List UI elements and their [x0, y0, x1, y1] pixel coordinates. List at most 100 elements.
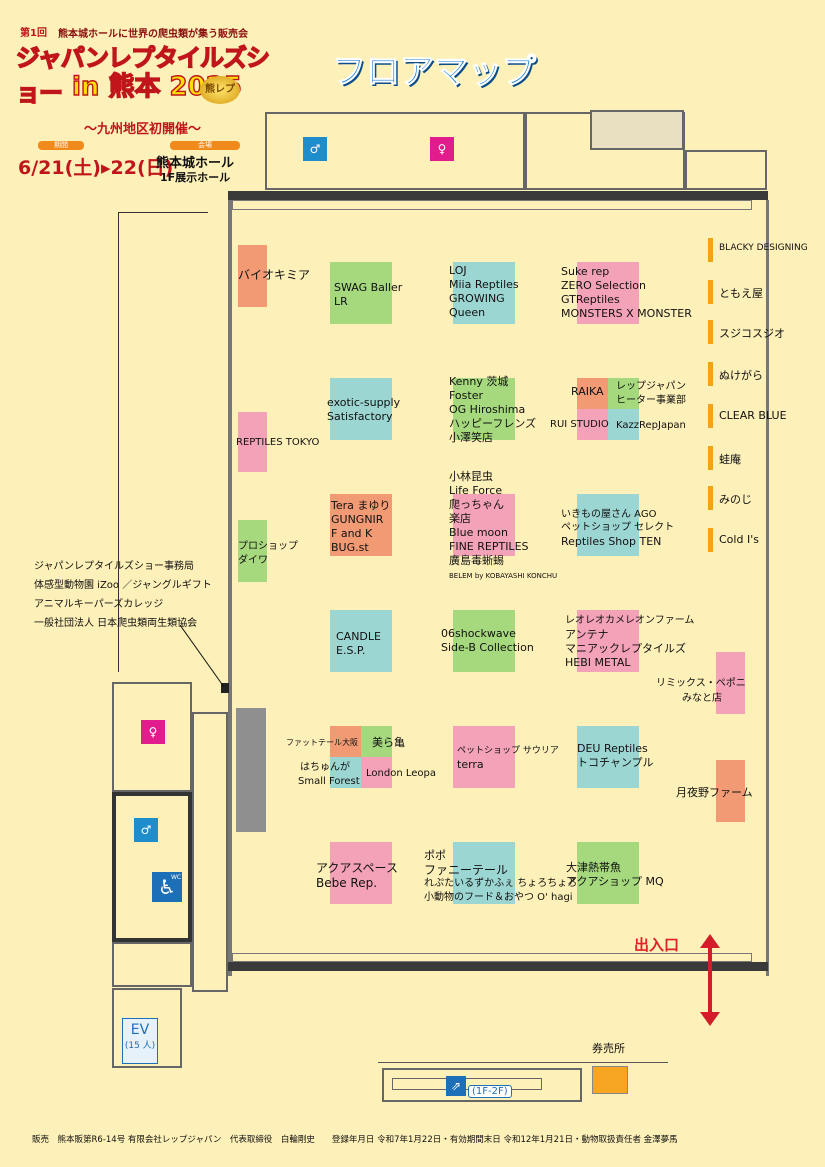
booth-aqua [330, 842, 392, 904]
hall-top-wall [228, 191, 768, 200]
elevator-sign: EV (15 人) [122, 1018, 158, 1064]
booth-loj [453, 262, 515, 324]
lobby-line [378, 1062, 668, 1063]
edition-label: 第1回 [20, 28, 47, 39]
booth-chura [361, 726, 392, 757]
period-label: 期間 [38, 141, 84, 150]
booth-kenny-label-2: Foster [449, 389, 483, 402]
booth-exotic [330, 378, 392, 440]
booth-rui [577, 409, 608, 440]
booth-tera-label-3: F and K [331, 527, 373, 540]
booth-saurier-label-2: terra [457, 758, 484, 771]
booth-suke-label-2: ZERO Selection [561, 279, 646, 292]
booth-kenny-label-1: Kenny 茨城 [449, 375, 509, 388]
booth-bio [238, 245, 267, 307]
booth-otsu-label-1: 大津熱帯魚 [566, 861, 621, 874]
booth-otsu [577, 842, 639, 904]
ev-label: EV [130, 1022, 150, 1038]
booth-fat [330, 726, 361, 757]
booth-candle [330, 610, 392, 672]
booth-kazz [608, 409, 639, 440]
booth-loj-label-4: Queen [449, 306, 486, 319]
office-pointer [180, 625, 225, 688]
booth-deu-label-1: DEU Reptiles [577, 742, 648, 755]
booth-leoleo-label-2: アンテナ [565, 628, 609, 641]
hall-top-inner [232, 200, 752, 210]
booth-kobayashi-label-5: Blue moon [449, 526, 508, 539]
booth-london [361, 757, 392, 788]
booth-reptiles-tokyo [238, 412, 267, 472]
booth-hachun-label-2: Small Forest [298, 776, 360, 787]
booth-leoleo [577, 610, 639, 672]
outer-line-top [118, 212, 208, 213]
booth-kobayashi-label-2: Life Force [449, 484, 503, 497]
booth-tera-label-4: BUG.st [331, 541, 369, 554]
entrance-arrow-down [700, 1012, 720, 1026]
booth-kobayashi [453, 494, 515, 556]
booth-tsukiyono-label: 月夜野ファーム [676, 786, 753, 799]
booth-kazz-label: KazzRepJapan [616, 420, 686, 431]
booth-kobayashi-label-1: 小林昆虫 [449, 470, 493, 483]
office-line-2: 体感型動物園 iZoo ／ジャングルギフト [34, 580, 212, 591]
kumarepu-badge: 熊レプ [200, 76, 240, 104]
booth-popo-label-2: ファニーテール [424, 863, 509, 877]
booth-kobayashi-label-6: FINE REPTILES [449, 540, 529, 553]
upper-service-block [265, 112, 525, 190]
office-info: ジャパンレプタイルズショー事務局 体感型動物園 iZoo ／ジャングルギフト ア… [34, 560, 234, 632]
booth-tsukiyono [716, 760, 745, 822]
hall-left-wall [228, 200, 232, 976]
office-line-1: ジャパンレプタイルズショー事務局 [34, 561, 194, 572]
entrance-arrow-up [700, 934, 720, 948]
venue-name: 熊本城ホール [156, 156, 235, 171]
ticket-office [592, 1066, 628, 1094]
booth-kenny-label-4: ハッピーフレンズ [449, 417, 537, 430]
booth-kobayashi-label-3: 爬っちゃん [449, 498, 504, 511]
office-line-4: 一般社団法人 日本爬虫類両生類協会 [34, 618, 198, 629]
booth-repjapan-label-1: レップジャパン [616, 381, 686, 392]
ev-capacity: (15 人) [124, 1041, 156, 1051]
event-venue: 会場 熊本城ホール 1F展示ホール [150, 141, 260, 185]
booth-suke-label-1: Suke rep [561, 265, 610, 278]
booth-aqua-label-1: アクアスペース [316, 861, 398, 875]
escalator-icon: ⇗ [446, 1076, 466, 1096]
booth-kobayashi-label-7: 廣島毒蜥蜴 [449, 554, 504, 567]
booth-rui-label: RUI STUDIO [550, 419, 609, 430]
booth-repjapan-label-2: ヒーター事業部 [616, 395, 686, 406]
ev-room [112, 988, 182, 1068]
entrance-arrow-icon [708, 944, 712, 1014]
hall-bottom-inner [232, 953, 752, 962]
booth-suke [577, 262, 639, 324]
booth-raika-label: RAIKA [571, 385, 604, 398]
hall-bottom-wall [228, 962, 768, 971]
booth-suke-label-3: GTReptiles [561, 293, 620, 306]
booth-swag [330, 262, 392, 324]
escalator-inner [392, 1078, 542, 1090]
escalator [382, 1068, 582, 1102]
booth-remix [716, 652, 745, 714]
booth-ikimono-label-1: いきもの屋さん AGO [561, 509, 657, 520]
booth-remix-label-2: みなと店 [682, 693, 722, 704]
restroom-women-icon: ♀ [430, 137, 454, 161]
booth-otsu-label-2: アクアショップ MQ [566, 875, 664, 888]
event-dates: 期間 6/21(土)▸22(日) [18, 141, 173, 185]
booth-proshop-label-1: プロショップ [238, 541, 298, 552]
booth-exotic-label-1: exotic-supply [327, 396, 401, 409]
left-room-2 [112, 792, 192, 942]
office-column [236, 708, 266, 832]
left-room-3 [112, 942, 192, 987]
booth-leoleo-label-1: レオレオカメレオンファーム [565, 615, 695, 626]
booth-fat-label: ファットテール大阪 [286, 738, 358, 747]
accessible-restroom-icon: ♿WC [152, 872, 182, 902]
booth-shockwave-label-2: Side-B Collection [441, 641, 534, 654]
booth-leoleo-label-4: HEBI METAL [565, 656, 631, 669]
booth-popo-label-3: れぷたいるずかふぇ ちょろちょろ [424, 878, 578, 889]
event-title-line1: ジャパンレプタイルズショー [15, 43, 270, 107]
office-line-3: アニマルキーパーズカレッジ [34, 599, 164, 610]
booth-kobayashi-label-4: 楽店 [449, 512, 471, 525]
venue-floor: 1F展示ホール [160, 171, 231, 184]
booth-suke-label-4: MONSTERS X MONSTER [561, 307, 692, 320]
booth-popo-label-1: ポポ [424, 849, 446, 862]
booth-tera [330, 494, 392, 556]
event-logo: 第1回 熊本城ホールに世界の爬虫類が集う販売会 ジャパンレプタイルズショー in… [14, 22, 284, 142]
booth-ikimono-label-3: Reptiles Shop TEN [561, 535, 662, 548]
